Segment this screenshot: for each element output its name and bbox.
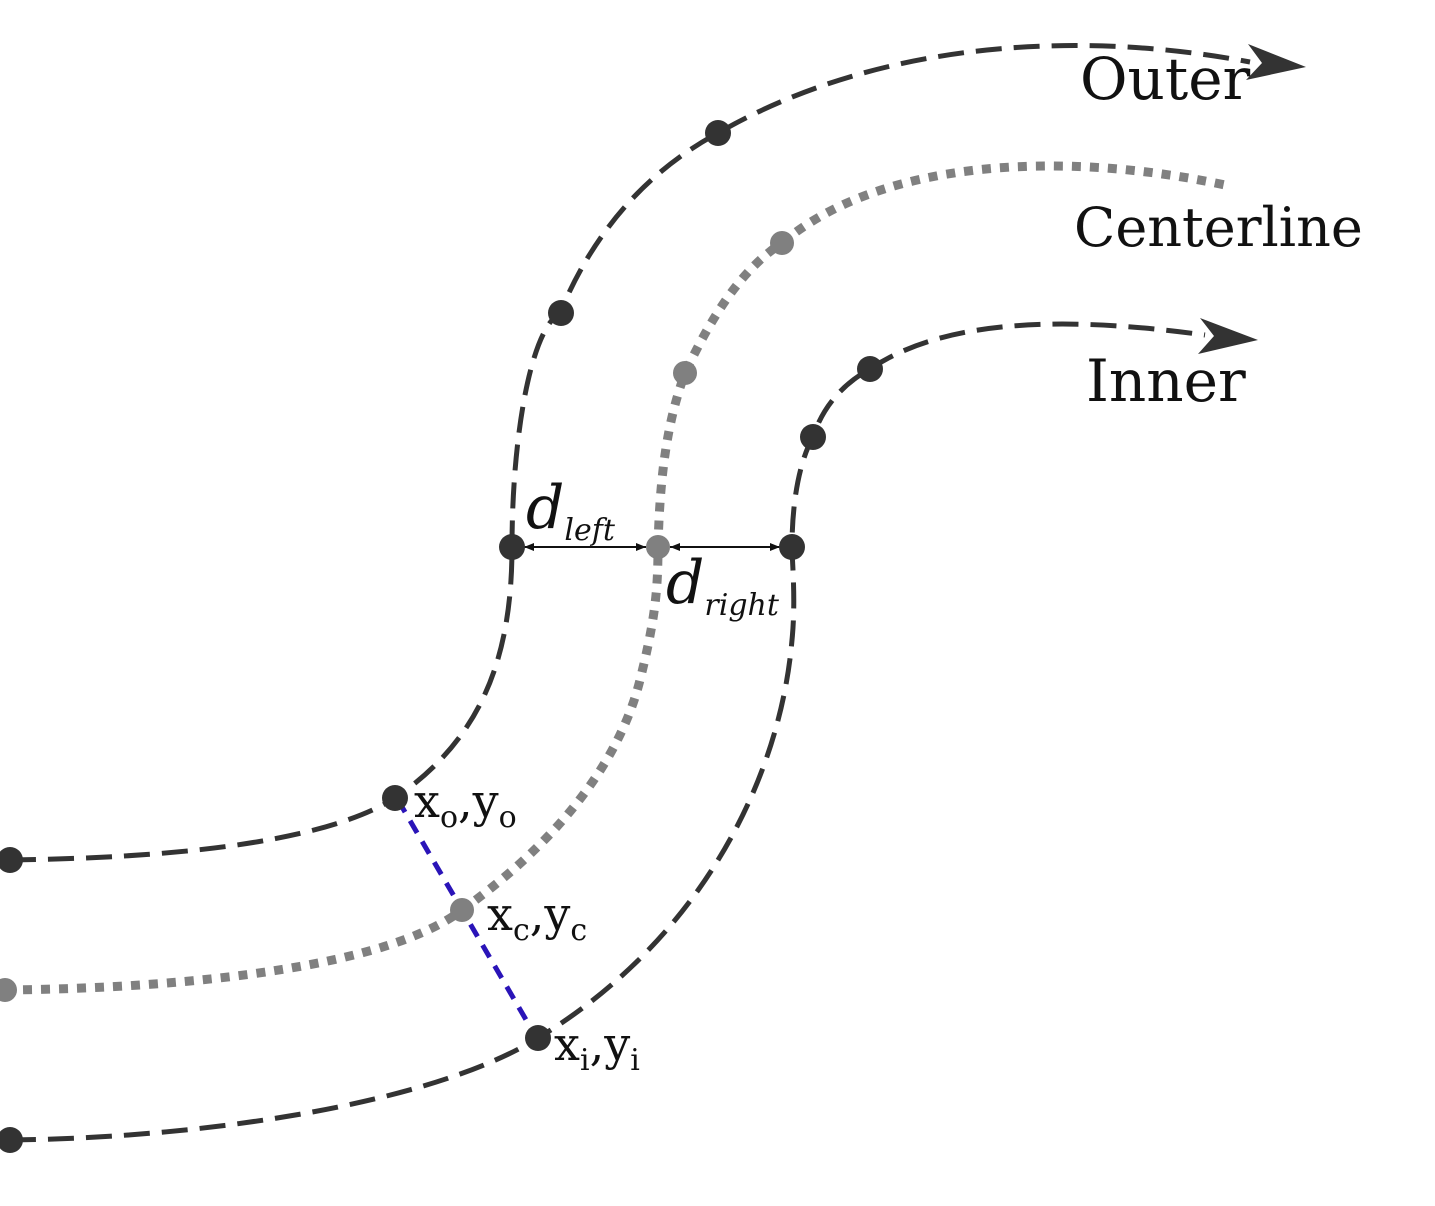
inner-point: [0, 1127, 23, 1153]
inner-point: [857, 356, 883, 382]
outer-point: [548, 300, 574, 326]
center-point-xc-yc: [450, 898, 474, 922]
center-point: [646, 535, 670, 559]
inner-point: [800, 424, 826, 450]
d-left-subscript: left: [564, 513, 615, 548]
d-right-symbol: d: [666, 548, 704, 618]
center-point-label: xc,yc: [487, 887, 587, 948]
d-right-label: dright: [666, 548, 780, 623]
outer-point: [705, 120, 731, 146]
inner-point: [779, 534, 805, 560]
center-point: [770, 231, 794, 255]
outer-label: Outer: [1080, 45, 1251, 113]
d-left-label: dleft: [526, 473, 616, 548]
center-point: [673, 361, 697, 385]
outer-point-label: xo,yo: [414, 774, 517, 835]
d-right-subscript: right: [704, 588, 779, 623]
inner-point-label: xi,yi: [554, 1017, 640, 1078]
outer-point: [499, 534, 525, 560]
center-point: [0, 978, 17, 1002]
outer-point-xo-yo: [382, 785, 408, 811]
inner-arrowhead: [1198, 318, 1258, 354]
outer-boundary-curve: [9, 43, 1251, 863]
centerline-label: Centerline: [1074, 196, 1363, 259]
outer-arrowhead: [1246, 44, 1306, 80]
outer-point: [0, 847, 23, 873]
inner-point-xi-yi: [525, 1025, 551, 1051]
centerline-curve: [4, 161, 1226, 995]
d-left-symbol: d: [526, 473, 564, 543]
inner-label: Inner: [1086, 347, 1246, 415]
